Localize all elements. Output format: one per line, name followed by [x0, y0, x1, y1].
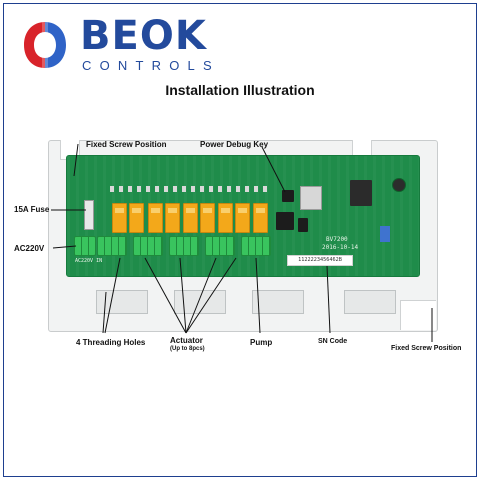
terminal-block-power — [97, 236, 127, 256]
relay — [112, 203, 127, 233]
debug-key — [282, 190, 294, 202]
terminal-block-actuator — [169, 236, 199, 256]
terminal-print: AC220V IN — [75, 258, 103, 264]
label-fuse: 15A Fuse — [14, 205, 50, 214]
terminal-block-actuator — [205, 236, 235, 256]
relay — [218, 203, 233, 233]
label-threading-holes: 4 Threading Holes — [76, 338, 146, 347]
beok-logo-icon — [24, 22, 66, 68]
terminal-block-actuator — [133, 236, 163, 256]
relay — [148, 203, 163, 233]
screw-tab-right — [400, 300, 436, 330]
ic-chip — [298, 218, 308, 232]
brand-subtitle: CONTROLS — [82, 58, 220, 73]
pcb-date: 2016-10-14 — [322, 244, 359, 251]
brand-name: BEOK — [80, 13, 207, 59]
page-title: Installation Illustration — [165, 82, 315, 98]
microcontroller-chip — [276, 212, 294, 230]
relay — [129, 203, 144, 233]
power-module — [380, 226, 390, 242]
label-fixed-screw-top: Fixed Screw Position — [86, 140, 167, 149]
relay — [235, 203, 250, 233]
label-ac220v: AC220V — [14, 244, 45, 253]
image-border — [3, 3, 477, 477]
label-actuator: Actuator — [170, 336, 203, 345]
label-fixed-screw-bottom: Fixed Screw Position — [391, 345, 462, 352]
threading-hole — [252, 290, 304, 314]
transformer — [350, 180, 372, 206]
relay — [183, 203, 198, 233]
label-pump: Pump — [250, 338, 273, 347]
capacitor — [392, 178, 406, 192]
label-actuator-note: (Up to 8pcs) — [170, 346, 205, 352]
threading-hole — [344, 290, 396, 314]
relay — [200, 203, 215, 233]
label-sn-code: SN Code — [318, 338, 348, 345]
relay — [253, 203, 268, 233]
sn-sticker: 1122223456462B — [287, 255, 353, 266]
relay — [165, 203, 180, 233]
led-row — [110, 186, 270, 192]
module-connector — [300, 186, 322, 210]
pcb-model: BV7200 — [326, 236, 348, 243]
terminal-block-pump — [241, 236, 271, 256]
fuse-holder — [84, 200, 94, 230]
label-power-debug-key: Power Debug Key — [200, 140, 269, 149]
